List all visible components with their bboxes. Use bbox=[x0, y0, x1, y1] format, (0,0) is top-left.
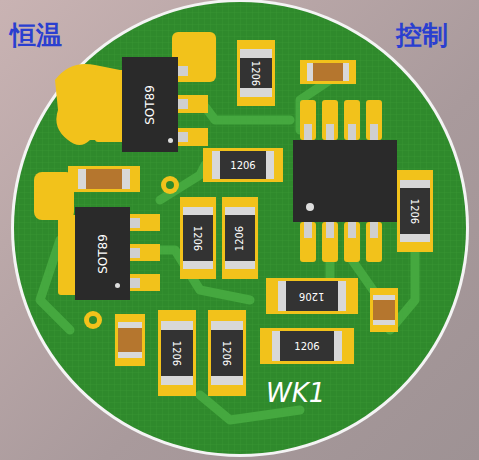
board-name: WK1 bbox=[266, 378, 325, 408]
part-marking: 1206 bbox=[234, 225, 245, 250]
resistor-1206: 1206 bbox=[211, 330, 243, 376]
resistor-1206: 1206 bbox=[400, 188, 430, 234]
part-marking: SOT89 bbox=[143, 85, 157, 125]
resistor-pads bbox=[158, 40, 433, 396]
resistor-1206: 1206 bbox=[286, 281, 338, 311]
board bbox=[14, 2, 466, 454]
resistor-1206: 1206 bbox=[161, 330, 193, 376]
pin1-dot bbox=[168, 138, 173, 143]
corner-title: 恒温 bbox=[10, 18, 62, 53]
part-marking: 1206 bbox=[250, 60, 261, 85]
pin1-dot bbox=[115, 283, 120, 288]
resistor-1206: 1206 bbox=[183, 215, 213, 261]
resistor-1206: 1206 bbox=[220, 151, 266, 179]
resistor-1206: 1206 bbox=[280, 331, 334, 361]
sot89-package: SOT89 bbox=[75, 207, 130, 300]
part-marking: 1206 bbox=[299, 291, 324, 302]
capacitors bbox=[68, 60, 398, 366]
part-marking: 1206 bbox=[171, 340, 182, 365]
board-edge bbox=[11, 0, 469, 457]
part-marking: 1206 bbox=[192, 225, 203, 250]
via bbox=[84, 176, 179, 329]
resistor-1206: 1206 bbox=[240, 58, 272, 88]
ic-package bbox=[293, 100, 397, 262]
part-marking: 1206 bbox=[221, 340, 232, 365]
resistor-1206: 1206 bbox=[225, 215, 255, 261]
part-marking: 1206 bbox=[230, 160, 255, 171]
corner-title: 控制 bbox=[396, 18, 448, 53]
part-marking: 1206 bbox=[409, 198, 420, 223]
part-marking: 1206 bbox=[294, 341, 319, 352]
part-marking: SOT89 bbox=[95, 234, 109, 274]
